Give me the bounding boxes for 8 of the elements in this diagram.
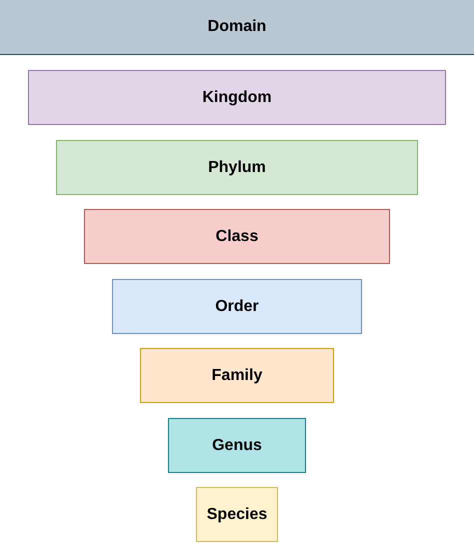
rank-box: Domain: [0, 0, 474, 55]
rank-box: Class: [84, 209, 390, 264]
rank-box: Order: [112, 279, 362, 334]
rank-box: Genus: [168, 418, 306, 473]
rank-box: Phylum: [56, 140, 418, 195]
rank-box: Family: [140, 348, 334, 403]
rank-box: Kingdom: [28, 70, 446, 125]
rank-box: Species: [196, 487, 278, 542]
